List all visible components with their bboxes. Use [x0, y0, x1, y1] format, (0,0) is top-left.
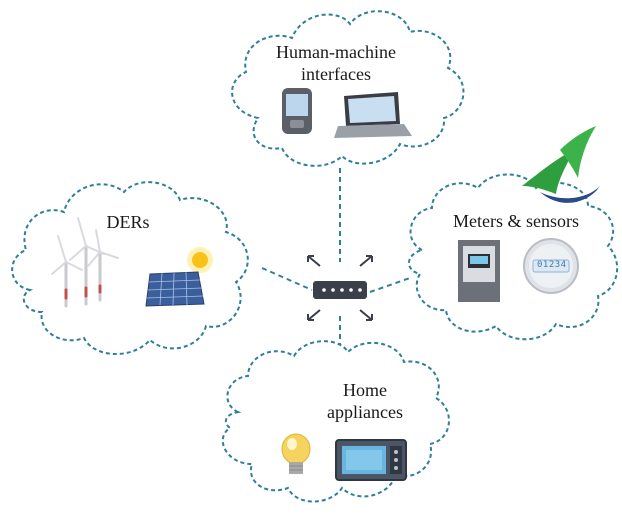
home-label: Home appliances	[310, 379, 420, 423]
home-label-line1: Home	[343, 380, 387, 400]
pda-icon	[282, 88, 312, 134]
hmi-label-line1: Human-machine	[276, 42, 396, 62]
brand-logo	[522, 126, 600, 203]
microwave-icon	[335, 439, 407, 481]
sun-icon	[187, 247, 213, 273]
wind-turbine-icon	[51, 217, 119, 308]
ders-label: DERs	[106, 212, 150, 232]
light-bulb-icon	[281, 433, 311, 474]
meter-display-readout: 01234	[537, 260, 567, 270]
smart-meter-icon	[523, 238, 579, 294]
cloud-hmi	[231, 10, 465, 167]
cloud-ders	[11, 181, 249, 355]
cloud-meters	[408, 173, 618, 341]
router-icon	[307, 255, 373, 321]
laptop-icon	[334, 92, 412, 138]
solar-panel-icon	[145, 271, 205, 307]
meter-cabinet-icon	[458, 240, 500, 302]
connectors	[261, 168, 411, 362]
hmi-label: Human-machine interfaces	[256, 41, 416, 85]
hmi-label-line2: interfaces	[301, 64, 371, 84]
home-label-line2: appliances	[327, 402, 403, 422]
connector-meters	[369, 277, 411, 293]
connector-ders	[261, 267, 313, 291]
meters-label: Meters & sensors	[453, 211, 579, 231]
